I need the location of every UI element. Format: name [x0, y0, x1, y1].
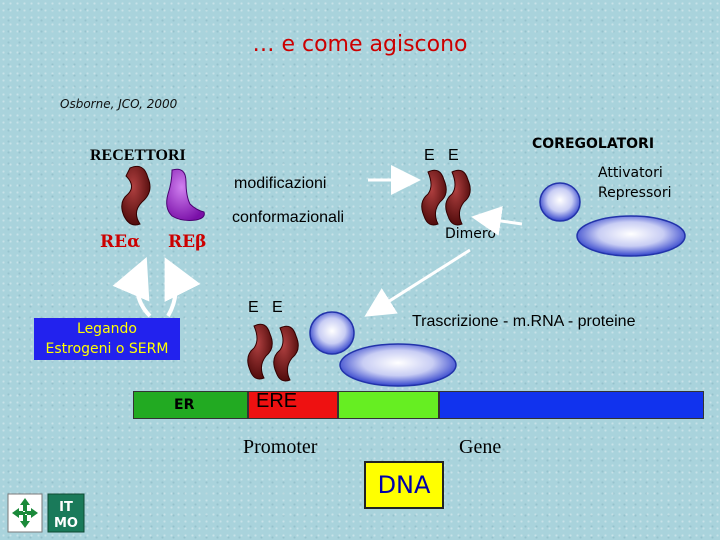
svg-text:MO: MO [54, 516, 78, 531]
label-re-beta: REβ [168, 232, 207, 252]
activator-icon [539, 182, 581, 222]
logo-itmo-icon: IT MO [47, 493, 85, 533]
gene-bar [439, 391, 704, 419]
svg-text:IT: IT [59, 500, 73, 515]
label-coregolatori: COREGOLATORI [532, 136, 655, 152]
logo-arrows-icon [7, 493, 43, 533]
dna-box: DNA [364, 461, 444, 509]
dimer-bound-icon [247, 323, 299, 382]
label-er: ER [174, 397, 195, 413]
label-e-mid: E E [248, 299, 283, 316]
label-trascrizione: Trascrizione - m.RNA - proteine [412, 313, 636, 330]
label-attivatori: Attivatori [598, 165, 663, 181]
label-re-alpha: REα [100, 232, 141, 252]
label-gene: Gene [459, 436, 502, 458]
activator-bound-icon [309, 311, 355, 355]
receptor-alpha-icon [121, 165, 151, 226]
label-e-top: E E [424, 147, 459, 164]
repressor-icon [576, 215, 686, 257]
dimer-icon [421, 169, 471, 226]
label-modificazioni: modificazioni [234, 175, 327, 192]
label-conformazionali: conformazionali [232, 209, 345, 226]
arrow-coregolatori [471, 206, 523, 236]
label-recettori: RECETTORI [90, 147, 186, 164]
slide-title: … e come agiscono [252, 32, 468, 57]
arrow-to-dna [364, 248, 471, 317]
receptor-beta-icon [166, 168, 205, 221]
label-ere: ERE [256, 390, 298, 412]
label-promoter: Promoter [243, 436, 318, 458]
ligand-box: Legando Estrogeni o SERM [34, 318, 180, 360]
citation: Osborne, JCO, 2000 [60, 97, 178, 111]
er-bar: ER [133, 391, 248, 419]
label-repressori: Repressori [598, 185, 672, 201]
ligand-arrows [112, 256, 201, 318]
ere-bar [248, 391, 338, 419]
repressor-bound-icon [339, 343, 457, 387]
promoter-bar [338, 391, 439, 419]
